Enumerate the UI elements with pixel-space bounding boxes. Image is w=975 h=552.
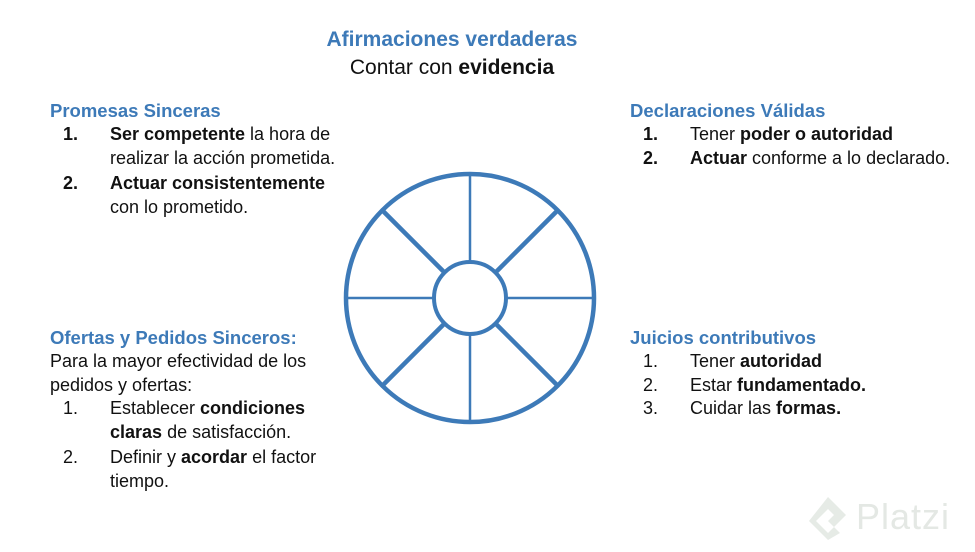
item-bold-text: fundamentado. [737, 374, 867, 395]
item-text-pre: Tener [690, 124, 741, 144]
subtitle-emphasis: evidencia [458, 56, 555, 79]
list-item: 1. Tener autoridad [630, 350, 960, 374]
wheel-spoke [493, 321, 559, 387]
list-item: 2. Actuar consistentemente con lo prometi… [50, 172, 350, 219]
item-bold-text: Actuar [690, 147, 748, 168]
list-item: 3. Cuidar las formas. [630, 397, 960, 421]
item-bold-text: condiciones claras [110, 398, 306, 442]
watermark-text: Platzi [856, 496, 951, 537]
item-text: con lo prometido. [110, 196, 249, 217]
wheel-spoke [381, 321, 447, 387]
slide-subtitle: Contar con evidencia [0, 54, 904, 81]
item-number: 2. [63, 173, 79, 193]
item-bold-text: formas. [776, 398, 842, 418]
list-item: 2. Definir y acordar el factor tiempo. [50, 446, 350, 493]
item-number: 2. [643, 147, 659, 168]
item-number: 1. [643, 351, 659, 371]
item-text-pre: Definir y [110, 447, 182, 467]
section-ofertas-pedidos: Ofertas y Pedidos Sinceros: Para la mayo… [50, 326, 350, 493]
item-number: 3. [643, 398, 659, 418]
item-text-pre: Cuidar las [690, 398, 777, 418]
item-number: 2. [643, 374, 659, 395]
item-bold-text: acordar [181, 447, 248, 467]
item-text-pre: Estar [690, 374, 738, 395]
item-bold-text: Actuar consistentemente [110, 173, 326, 193]
item-text: conforme a lo declarado. [747, 147, 951, 168]
section-title: Promesas Sinceras [50, 100, 221, 121]
wheel-diagram [343, 171, 597, 425]
section-juicios-contributivos: Juicios contributivos 1.Tener autoridad … [630, 326, 960, 421]
slide-header: Afirmaciones verdaderas Contar con evide… [0, 26, 904, 81]
item-text: el factor tiempo. [110, 447, 317, 491]
section-declaraciones-validas: Declaraciones Válidas 1. Tener poder o au… [630, 99, 960, 170]
item-text: la hora de realizar la acción prometida. [110, 124, 336, 168]
subtitle-prefix: Contar con [349, 56, 459, 79]
list-item: 2. Estar fundamentado. [630, 374, 960, 398]
list-item: 1. Ser competente la hora de realizar la … [50, 123, 350, 170]
platzi-logo-icon [809, 497, 846, 540]
wheel-spoke [381, 209, 447, 275]
wheel-hub [432, 260, 508, 336]
item-text: de satisfacción. [162, 421, 292, 442]
wheel-outer-ring [343, 171, 597, 425]
list-item: 1. Tener poder o autoridad [630, 123, 960, 147]
list-item: 1. Establecer condiciones claras de satis… [50, 397, 350, 444]
section-title: Ofertas y Pedidos Sinceros: [50, 327, 297, 348]
section-intro: Para la mayor efectividad de los pedidos… [50, 351, 307, 395]
item-bold-text: autoridad [740, 351, 823, 371]
item-text-pre: Tener [690, 351, 741, 371]
section-promesas-sinceras: Promesas Sinceras 1. Ser competente la ho… [50, 99, 350, 219]
list-item: 2. Actuar conforme a lo declarado. [630, 147, 960, 171]
item-number: 2. [63, 447, 79, 467]
item-text-pre: Establecer [110, 398, 201, 418]
item-number: 1. [643, 124, 659, 144]
item-number: 1. [63, 398, 79, 418]
wheel-spoke [493, 209, 559, 275]
section-title: Juicios contributivos [630, 327, 817, 348]
item-bold-text: Ser competente [110, 124, 246, 144]
item-bold-text: poder o autoridad [740, 124, 894, 144]
section-title: Declaraciones Válidas [630, 100, 826, 121]
item-number: 1. [63, 124, 79, 144]
platzi-watermark: Platzi [806, 492, 971, 544]
slide-title: Afirmaciones verdaderas [326, 28, 578, 51]
